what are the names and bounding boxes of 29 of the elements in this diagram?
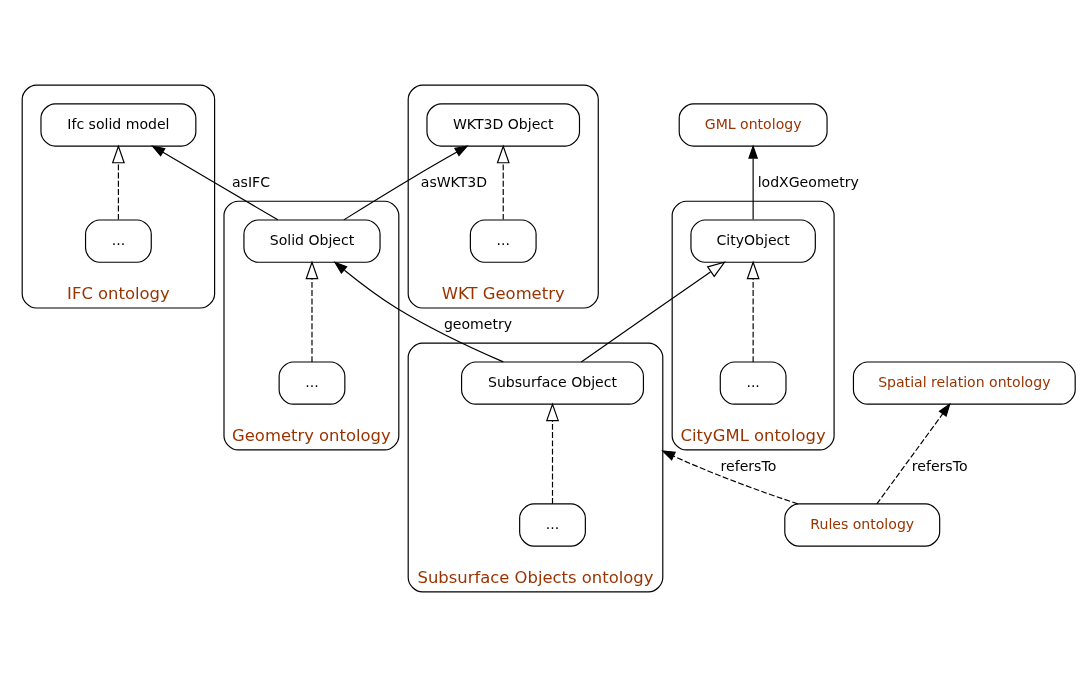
edge-label: asIFC xyxy=(231,173,270,190)
node-box: Ifc solid model xyxy=(40,102,197,147)
edge-label: asWKT3D xyxy=(420,173,488,190)
node-box: GML ontology xyxy=(678,102,828,147)
node-box: ... xyxy=(469,218,537,263)
node-box: WKT3D Object xyxy=(426,102,581,147)
arrow xyxy=(111,144,125,220)
arrow xyxy=(661,449,799,504)
arrow xyxy=(545,401,560,504)
edge-label: geometry xyxy=(443,315,513,332)
node-box: ... xyxy=(719,360,787,405)
arrow xyxy=(496,144,510,220)
node-box: ... xyxy=(519,502,586,547)
node-box: Spatial relation ontology xyxy=(852,360,1076,405)
node-box: CityObject xyxy=(690,218,816,263)
node-box: Solid Object xyxy=(243,218,381,263)
node-box: Rules ontology xyxy=(784,502,941,547)
arrow xyxy=(748,144,759,220)
edge-label: lodXGeometry xyxy=(757,173,859,190)
arrow xyxy=(746,260,760,362)
edge-label: refersTo xyxy=(720,457,777,474)
arrow xyxy=(876,402,951,504)
arrow xyxy=(305,260,319,362)
node-box: ... xyxy=(278,360,346,405)
arrow xyxy=(343,144,469,220)
arrow xyxy=(580,260,726,362)
node-box: ... xyxy=(84,218,152,263)
edge-label: refersTo xyxy=(911,457,968,474)
node-box: Subsurface Object xyxy=(461,360,644,405)
